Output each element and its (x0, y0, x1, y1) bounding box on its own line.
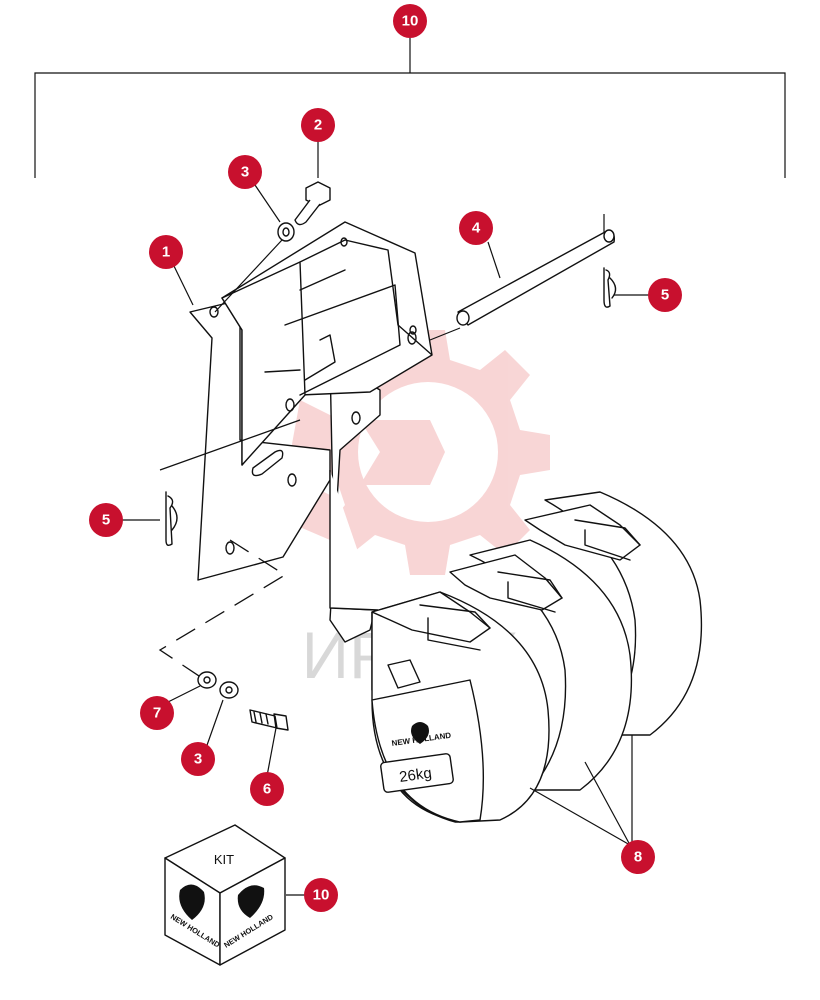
callout-5-left: 5 (89, 503, 123, 537)
washer-top (277, 222, 295, 242)
callout-4: 4 (459, 211, 493, 245)
mounting-plate (159, 221, 461, 643)
callout-3-top: 3 (228, 155, 262, 189)
svg-text:10: 10 (313, 887, 330, 904)
svg-text:3: 3 (194, 751, 202, 768)
kit-box: KIT NEW HOLLAND NEW HOLLAND (164, 824, 286, 966)
svg-text:5: 5 (661, 287, 669, 304)
svg-text:8: 8 (634, 849, 642, 866)
svg-text:4: 4 (472, 220, 481, 237)
svg-text:3: 3 (241, 164, 249, 181)
weight-front: NEW HOLLAND 26kg (371, 591, 550, 823)
assembly-bracket (34, 38, 786, 178)
svg-text:2: 2 (314, 117, 322, 134)
weight-back (524, 491, 703, 736)
washer-7 (197, 671, 217, 689)
callout-1: 1 (149, 235, 183, 269)
svg-text:5: 5 (102, 512, 110, 529)
svg-text:7: 7 (153, 705, 161, 722)
r-clip-left (165, 491, 178, 547)
kit-label: KIT (214, 852, 234, 867)
callout-7: 7 (140, 696, 174, 730)
r-clip-right (603, 267, 617, 308)
weight-mass-label: 26kg (398, 765, 433, 786)
kit-logo-left-icon (179, 884, 205, 920)
callout-8: 8 (621, 840, 655, 874)
callout-2: 2 (301, 108, 335, 142)
svg-text:6: 6 (263, 781, 271, 798)
washer-3-bottom (219, 681, 239, 699)
callout-10-kit: 10 (304, 878, 338, 912)
svg-text:1: 1 (162, 244, 170, 261)
bottom-hardware (158, 539, 289, 731)
weights: NEW HOLLAND 26kg (371, 491, 703, 846)
bolt-6 (249, 709, 289, 731)
bolt-top (294, 181, 331, 226)
pin (456, 214, 615, 326)
weight-middle (449, 539, 633, 791)
callout-6: 6 (250, 772, 284, 806)
svg-text:10: 10 (402, 13, 419, 30)
kit-logo-right-icon (237, 885, 265, 918)
leader-lines (119, 137, 650, 896)
callout-5-right: 5 (648, 278, 682, 312)
callout-3-bottom: 3 (181, 742, 215, 776)
new-holland-logo-icon (411, 722, 429, 744)
callout-10-top: 10 (393, 4, 427, 38)
